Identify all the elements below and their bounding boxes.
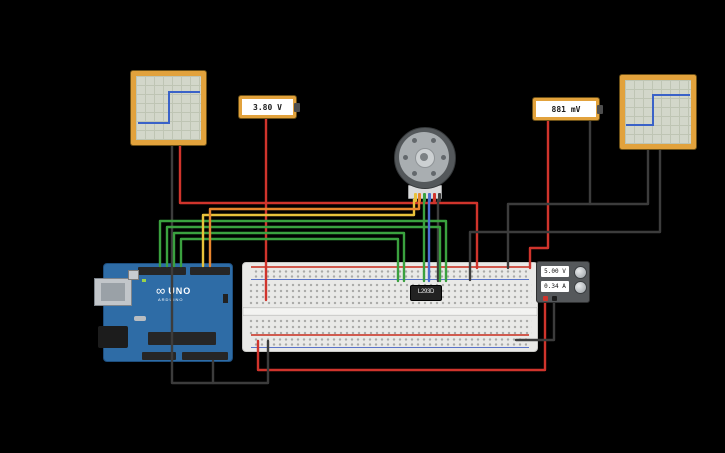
breadboard-top-rail[interactable]	[249, 266, 531, 280]
wire-green[interactable]	[158, 219, 448, 283]
wire-orange[interactable]	[208, 196, 421, 268]
motor-screw-hole	[440, 154, 446, 160]
reset-button[interactable]	[128, 270, 139, 280]
current-knob[interactable]	[574, 281, 587, 294]
current-display: 0.34 A	[541, 281, 569, 292]
hbridge-ic[interactable]: L293D	[410, 285, 442, 301]
motor-screw-hole	[431, 138, 436, 144]
multimeter-probe-port	[597, 105, 603, 114]
rail-positive-line	[251, 334, 529, 336]
usb-port	[94, 278, 132, 306]
wire-black[interactable]	[506, 146, 650, 270]
board-brand-label: ARDUINO	[158, 297, 184, 302]
dc-motor-with-encoder[interactable]	[394, 127, 456, 202]
wire-red[interactable]	[256, 301, 547, 372]
motor-screw-hole	[412, 138, 417, 144]
power-header[interactable]	[142, 352, 176, 360]
wire-green[interactable]	[172, 231, 406, 283]
multimeter-left[interactable]: 3.80 V	[239, 96, 300, 118]
motor-pin[interactable]	[423, 193, 427, 202]
multimeter-right[interactable]: 881 mV	[533, 98, 603, 120]
oscilloscope-waveform	[626, 94, 690, 126]
motor-pin[interactable]	[418, 193, 422, 202]
power-supply[interactable]: 5.00 V 0.34 A	[536, 261, 590, 303]
oscilloscope-right[interactable]	[620, 75, 696, 149]
motor-screw-hole	[402, 154, 408, 160]
motor-shaft	[420, 153, 428, 161]
usb-port-inner	[101, 283, 125, 301]
rail-holes[interactable]	[253, 337, 527, 346]
wire-red[interactable]	[178, 144, 479, 270]
breadboard[interactable]: L293D	[242, 262, 538, 352]
multimeter-probe-port	[294, 103, 300, 112]
multimeter-reading: 3.80 V	[253, 102, 282, 112]
rail-negative-line	[251, 346, 529, 348]
breadboard-center-channel	[243, 307, 537, 316]
waveform-trace	[626, 94, 690, 126]
wire-black[interactable]	[170, 144, 270, 385]
waveform-trace	[138, 91, 200, 124]
motor-pin[interactable]	[413, 193, 417, 202]
breadboard-bottom-rail[interactable]	[249, 334, 531, 348]
infinity-logo-icon: ∞	[156, 283, 166, 298]
oscilloscope-waveform	[138, 91, 200, 124]
digital-header[interactable]	[138, 267, 186, 275]
atmega-chip	[148, 332, 216, 345]
oscilloscope-left[interactable]	[131, 71, 206, 145]
multimeter-reading: 881 mV	[551, 104, 581, 114]
motor-pin[interactable]	[437, 193, 441, 202]
wire-yellow[interactable]	[201, 196, 416, 268]
wire-black[interactable]	[514, 301, 556, 342]
motor-screw-hole	[431, 170, 436, 176]
rail-positive-line	[251, 266, 529, 268]
oscilloscope-grid	[625, 80, 691, 144]
power-jack	[98, 326, 128, 348]
motor-pin[interactable]	[427, 193, 431, 202]
motor-pin[interactable]	[432, 193, 436, 202]
breadboard-holes-upper[interactable]	[248, 282, 532, 305]
icsp-header	[223, 294, 228, 303]
arduino-logo: ∞UNO	[156, 281, 191, 299]
motor-screw-hole	[412, 170, 417, 176]
digital-header-2[interactable]	[190, 267, 230, 275]
wire-black[interactable]	[468, 146, 662, 282]
arduino-uno[interactable]: ∞UNO ARDUINO	[94, 263, 233, 362]
rail-negative-line	[251, 278, 529, 280]
motor-encoder-connector[interactable]	[408, 185, 442, 202]
rail-holes[interactable]	[253, 269, 527, 278]
voltage-display: 5.00 V	[541, 266, 569, 277]
onboard-led	[142, 279, 146, 282]
wire-green[interactable]	[179, 237, 400, 283]
wire-green[interactable]	[165, 225, 442, 283]
wire-red[interactable]	[528, 119, 550, 270]
crystal-oscillator	[134, 316, 146, 321]
breadboard-holes-lower[interactable]	[248, 318, 532, 335]
analog-header[interactable]	[182, 352, 228, 360]
board-model-label: UNO	[168, 286, 192, 296]
negative-terminal[interactable]	[552, 296, 557, 301]
voltage-knob[interactable]	[574, 266, 587, 279]
positive-terminal[interactable]	[543, 296, 548, 301]
